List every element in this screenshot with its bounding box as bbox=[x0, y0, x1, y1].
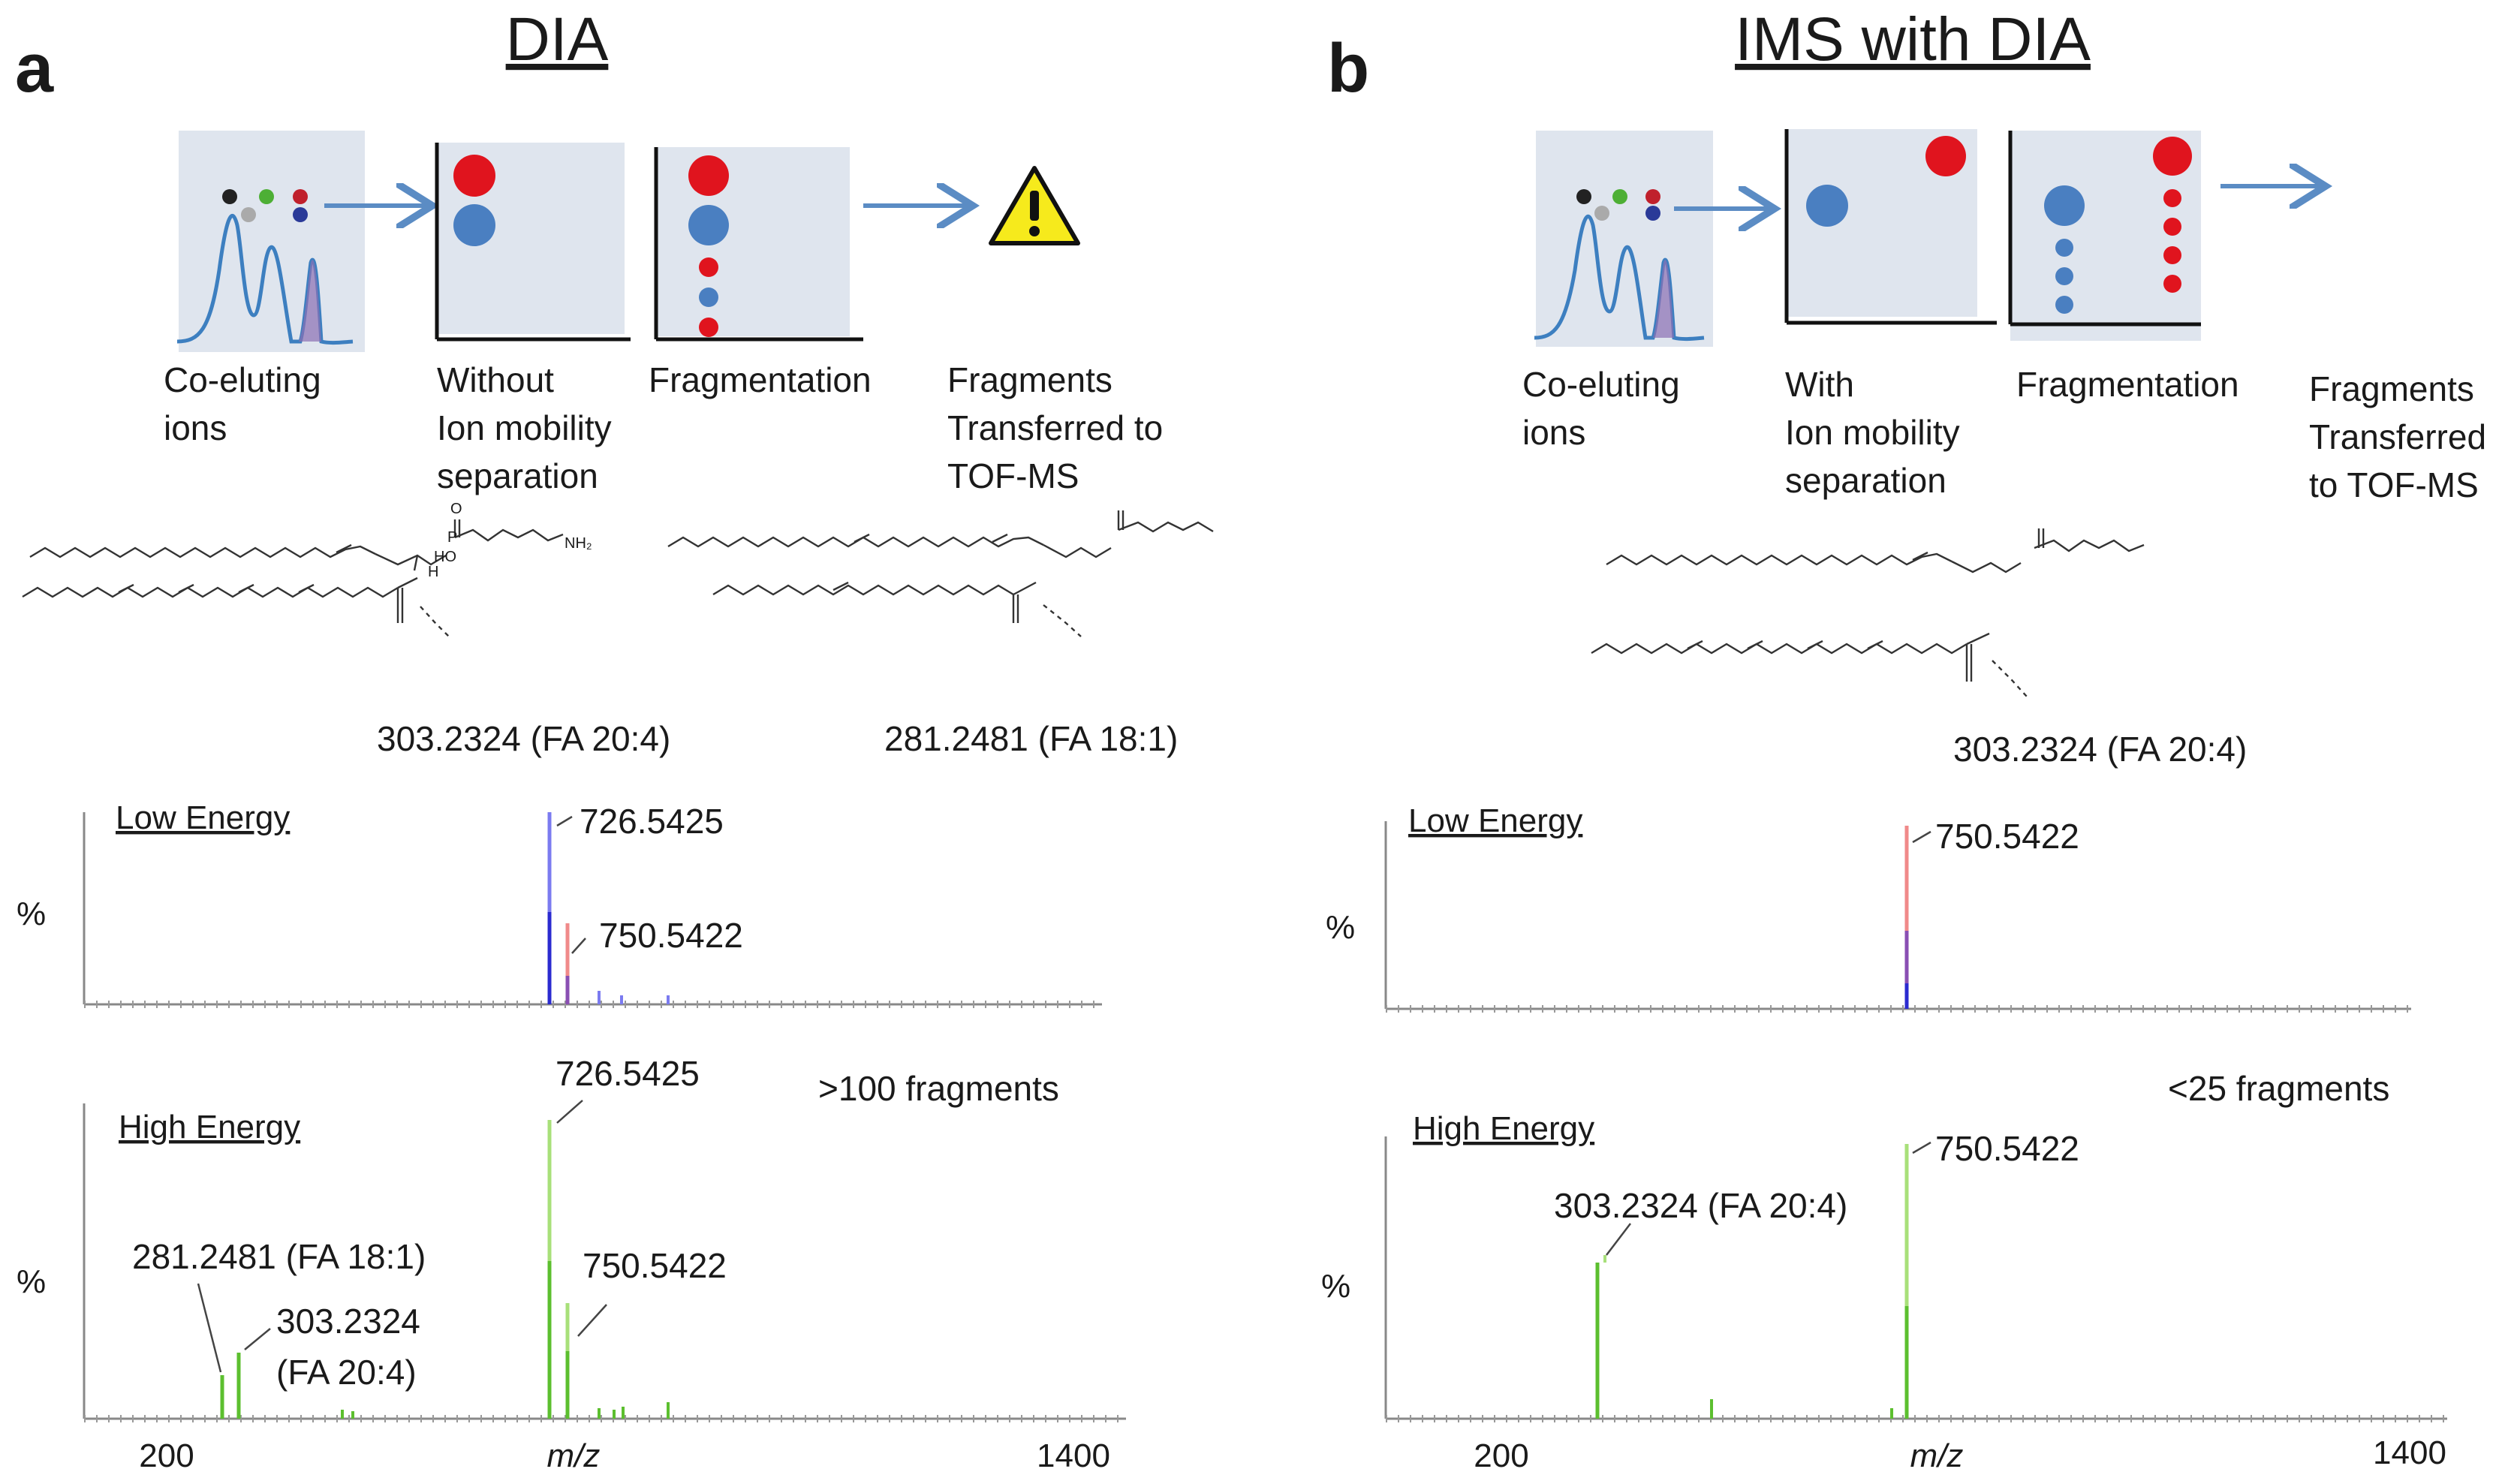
stage-b-mobility-line2: Ion mobility bbox=[1785, 413, 1960, 452]
spectrum-a-low-ylabel: % bbox=[17, 896, 46, 932]
peak-label-a-high-fa204: (FA 20:4) bbox=[276, 1353, 417, 1392]
spectrum-b-high-title: High Energy bbox=[1413, 1110, 1594, 1147]
stage-b-transfer-line1: Fragments bbox=[2309, 369, 2474, 408]
xaxis-b-label: m/z bbox=[1910, 1437, 1964, 1474]
stage-transfer-line1: Fragments bbox=[947, 360, 1112, 399]
xaxis-a-label: m/z bbox=[547, 1437, 601, 1474]
peak-label-a-high-750: 750.5422 bbox=[583, 1246, 727, 1285]
spectrum-b-high-note: <25 fragments bbox=[2168, 1069, 2389, 1108]
stage-coeluting-line2: ions bbox=[164, 408, 227, 447]
coeluting-chromatogram bbox=[176, 131, 365, 352]
spectrum-b-low-ylabel: % bbox=[1326, 909, 1355, 946]
peak-label-a-low-750: 750.5422 bbox=[599, 916, 743, 955]
spectrum-b-low bbox=[1384, 821, 2411, 1013]
xaxis-a-tick-min: 200 bbox=[139, 1437, 194, 1474]
stage-b-transfer-line3: to TOF-MS bbox=[2309, 465, 2479, 504]
stage-fragmentation: Fragmentation bbox=[649, 360, 872, 399]
lipid-structure-left bbox=[22, 519, 564, 639]
stage-b-coeluting-line2: ions bbox=[1522, 413, 1585, 452]
spectrum-a-high-note: >100 fragments bbox=[818, 1069, 1059, 1108]
stage-b-mobility-line3: separation bbox=[1785, 461, 1946, 500]
spectrum-b-high-ylabel: % bbox=[1321, 1268, 1350, 1305]
coeluting-chromatogram-b bbox=[1534, 131, 1713, 347]
struct-left-label: 303.2324 (FA 20:4) bbox=[377, 719, 670, 758]
stage-b-transfer-line2: Transferred bbox=[2309, 417, 2486, 456]
stage-mobility-line2: Ion mobility bbox=[437, 408, 612, 447]
spectrum-b-low-title: Low Energy bbox=[1408, 802, 1582, 839]
struct-right-label: 281.2481 (FA 18:1) bbox=[884, 719, 1178, 758]
peak-label-a-low-726: 726.5425 bbox=[580, 802, 724, 841]
panel-b: b IMS with DIA bbox=[1321, 5, 2486, 1474]
chem-hydroxyl: HO bbox=[434, 549, 456, 565]
peak-label-a-high-281: 281.2481 (FA 18:1) bbox=[132, 1237, 426, 1276]
peak-label-b-high-750: 750.5422 bbox=[1935, 1129, 2079, 1168]
panel-b-letter: b bbox=[1327, 30, 1369, 107]
spectrum-a-low bbox=[83, 812, 1102, 1008]
chem-phosphorus: P bbox=[447, 529, 457, 546]
stage-b-coeluting-line1: Co-eluting bbox=[1522, 365, 1680, 404]
fragmentation-plot-a bbox=[654, 147, 863, 342]
spectrum-a-high-ylabel: % bbox=[17, 1263, 46, 1300]
stage-coeluting-line1: Co-eluting bbox=[164, 360, 321, 399]
panel-b-title: IMS with DIA bbox=[1735, 5, 2091, 74]
lipid-structure-right bbox=[667, 510, 1214, 637]
fragmentation-plot-b bbox=[2008, 131, 2201, 341]
warning-triangle-icon bbox=[989, 166, 1080, 245]
lipid-structure-b bbox=[1591, 528, 2145, 697]
spectrum-b-high bbox=[1384, 1136, 2447, 1422]
xaxis-b-tick-min: 200 bbox=[1474, 1437, 1528, 1474]
spectrum-a-low-title: Low Energy bbox=[116, 799, 290, 836]
chem-hydrogen: H bbox=[428, 564, 438, 580]
chem-phosphate-o: O bbox=[450, 501, 462, 517]
xaxis-b-tick-max: 1400 bbox=[2373, 1434, 2446, 1471]
panel-a-title: DIA bbox=[506, 5, 609, 74]
peak-label-b-low-750: 750.5422 bbox=[1935, 817, 2079, 856]
peak-label-a-high-303: 303.2324 bbox=[276, 1302, 420, 1341]
spectrum-a-high bbox=[83, 1100, 1126, 1422]
without-mobility-plot bbox=[435, 143, 631, 342]
stage-mobility-line1: Without bbox=[437, 360, 554, 399]
stage-transfer-line2: Transferred to bbox=[947, 408, 1163, 447]
panel-a: a DIA bbox=[15, 5, 1214, 1474]
xaxis-a-tick-max: 1400 bbox=[1037, 1437, 1110, 1474]
with-mobility-plot bbox=[1784, 129, 1997, 325]
spectrum-a-high-title: High Energy bbox=[119, 1109, 300, 1145]
peak-label-a-high-726: 726.5425 bbox=[555, 1054, 700, 1093]
stage-mobility-line3: separation bbox=[437, 456, 598, 495]
panel-a-letter: a bbox=[15, 30, 54, 107]
stage-transfer-line3: TOF-MS bbox=[947, 456, 1079, 495]
stage-b-fragmentation: Fragmentation bbox=[2016, 365, 2239, 404]
stage-b-mobility-line1: With bbox=[1785, 365, 1854, 404]
struct-b-label: 303.2324 (FA 20:4) bbox=[1953, 730, 2247, 769]
peak-label-b-high-303: 303.2324 (FA 20:4) bbox=[1554, 1186, 1847, 1225]
chem-amine: NH₂ bbox=[565, 535, 592, 552]
